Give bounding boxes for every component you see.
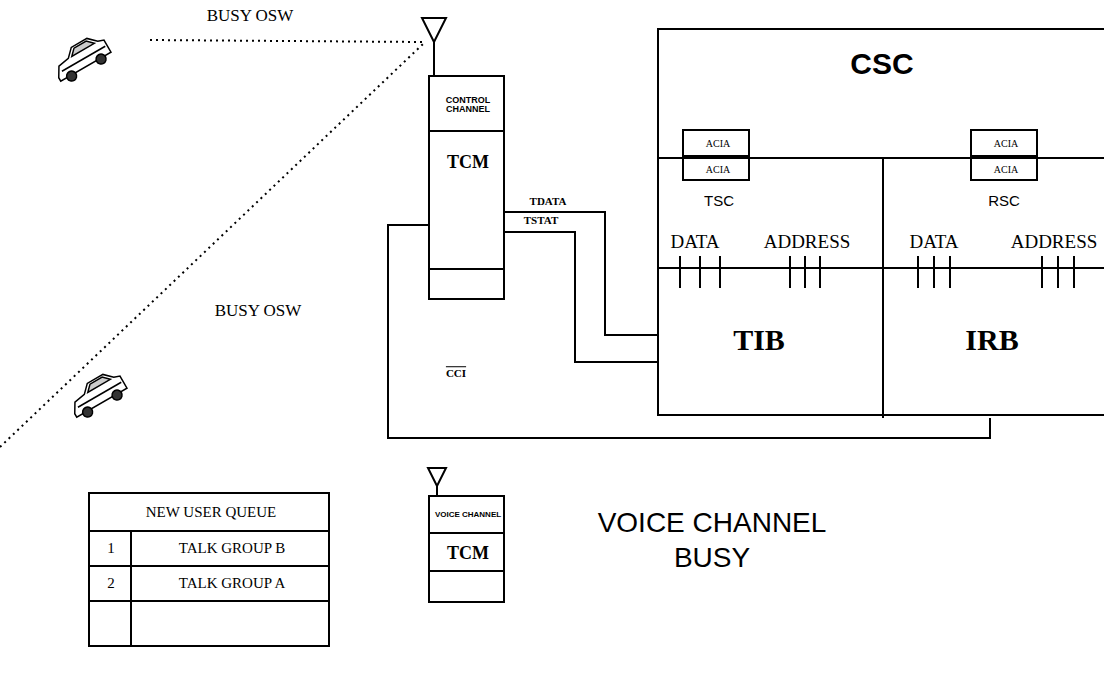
signal-wire <box>505 212 659 335</box>
box-text: 2 <box>107 576 115 592</box>
divider-line <box>130 530 132 647</box>
box-text: ADDRESS <box>1011 232 1098 252</box>
box-text: TCM <box>447 544 489 563</box>
box-title: CONTROL CHANNEL <box>433 96 503 115</box>
box-title: ACIA <box>994 139 1018 150</box>
box-text: TALK GROUP B <box>179 541 286 557</box>
box-title: TIB <box>733 324 785 356</box>
car-icon <box>65 367 130 422</box>
signal-name: TDATA <box>530 196 567 208</box>
tcm-box: CONTROL CHANNEL TCM <box>428 75 505 300</box>
box-text: 1 <box>107 541 115 557</box>
link-status-label: BUSY OSW <box>215 300 302 321</box>
rsc-region: RSC DATA ADDRESS <box>884 157 1104 267</box>
box-text: ADDRESS <box>764 232 851 252</box>
divider-line <box>90 565 328 567</box>
tsc-region: TSC DATA ADDRESS <box>659 157 884 267</box>
tcm-box: VOICE CHANNEL TCM <box>428 495 505 603</box>
link-status-label: BUSY OSW <box>207 5 294 26</box>
box-text: DATA <box>909 232 958 252</box>
box-title: TSC <box>704 193 734 209</box>
antenna-symbol <box>428 468 446 495</box>
box-text: TALK GROUP A <box>179 576 286 592</box>
radio-link <box>0 44 423 447</box>
acia-box: ACIA ACIA <box>970 129 1038 181</box>
divider-line <box>430 532 503 534</box>
box-text: TCM <box>447 153 489 172</box>
divider-line <box>430 570 503 572</box>
box-text: ACIA <box>994 165 1018 176</box>
radio-link <box>150 40 423 42</box>
antenna-symbol <box>422 18 446 75</box>
acia-box: ACIA ACIA <box>682 129 750 181</box>
box-text: ACIA <box>706 165 730 176</box>
signal-wire <box>505 232 659 362</box>
divider-line <box>430 268 503 270</box>
csc-box: CSC ACIA ACIA ACIA ACIA TSC DATA ADDRESS RSC DATA… <box>657 28 1104 416</box>
divider-line <box>430 130 503 132</box>
status-heading: VOICE CHANNEL BUSY <box>587 505 837 575</box>
box-text: DATA <box>670 232 719 252</box>
bus-lines <box>680 256 1074 288</box>
divider-line <box>90 600 328 602</box>
box-title: VOICE CHANNEL <box>433 511 503 519</box>
signal-name: TSTAT <box>524 215 558 227</box>
box-title: CSC <box>850 48 913 80</box>
signal-name: CCI <box>446 368 466 380</box>
tib-region: TIB <box>659 267 884 418</box>
box-title: ACIA <box>706 139 730 150</box>
box-title: NEW USER QUEUE <box>146 505 277 521</box>
car-icon <box>49 31 114 86</box>
box-title: IRB <box>965 324 1018 356</box>
box-title: RSC <box>988 193 1020 209</box>
queue-table: NEW USER QUEUE 1 TALK GROUP B 2 TALK GROUP A <box>88 492 330 647</box>
divider-line <box>90 530 328 532</box>
irb-region: IRB <box>884 267 1104 418</box>
